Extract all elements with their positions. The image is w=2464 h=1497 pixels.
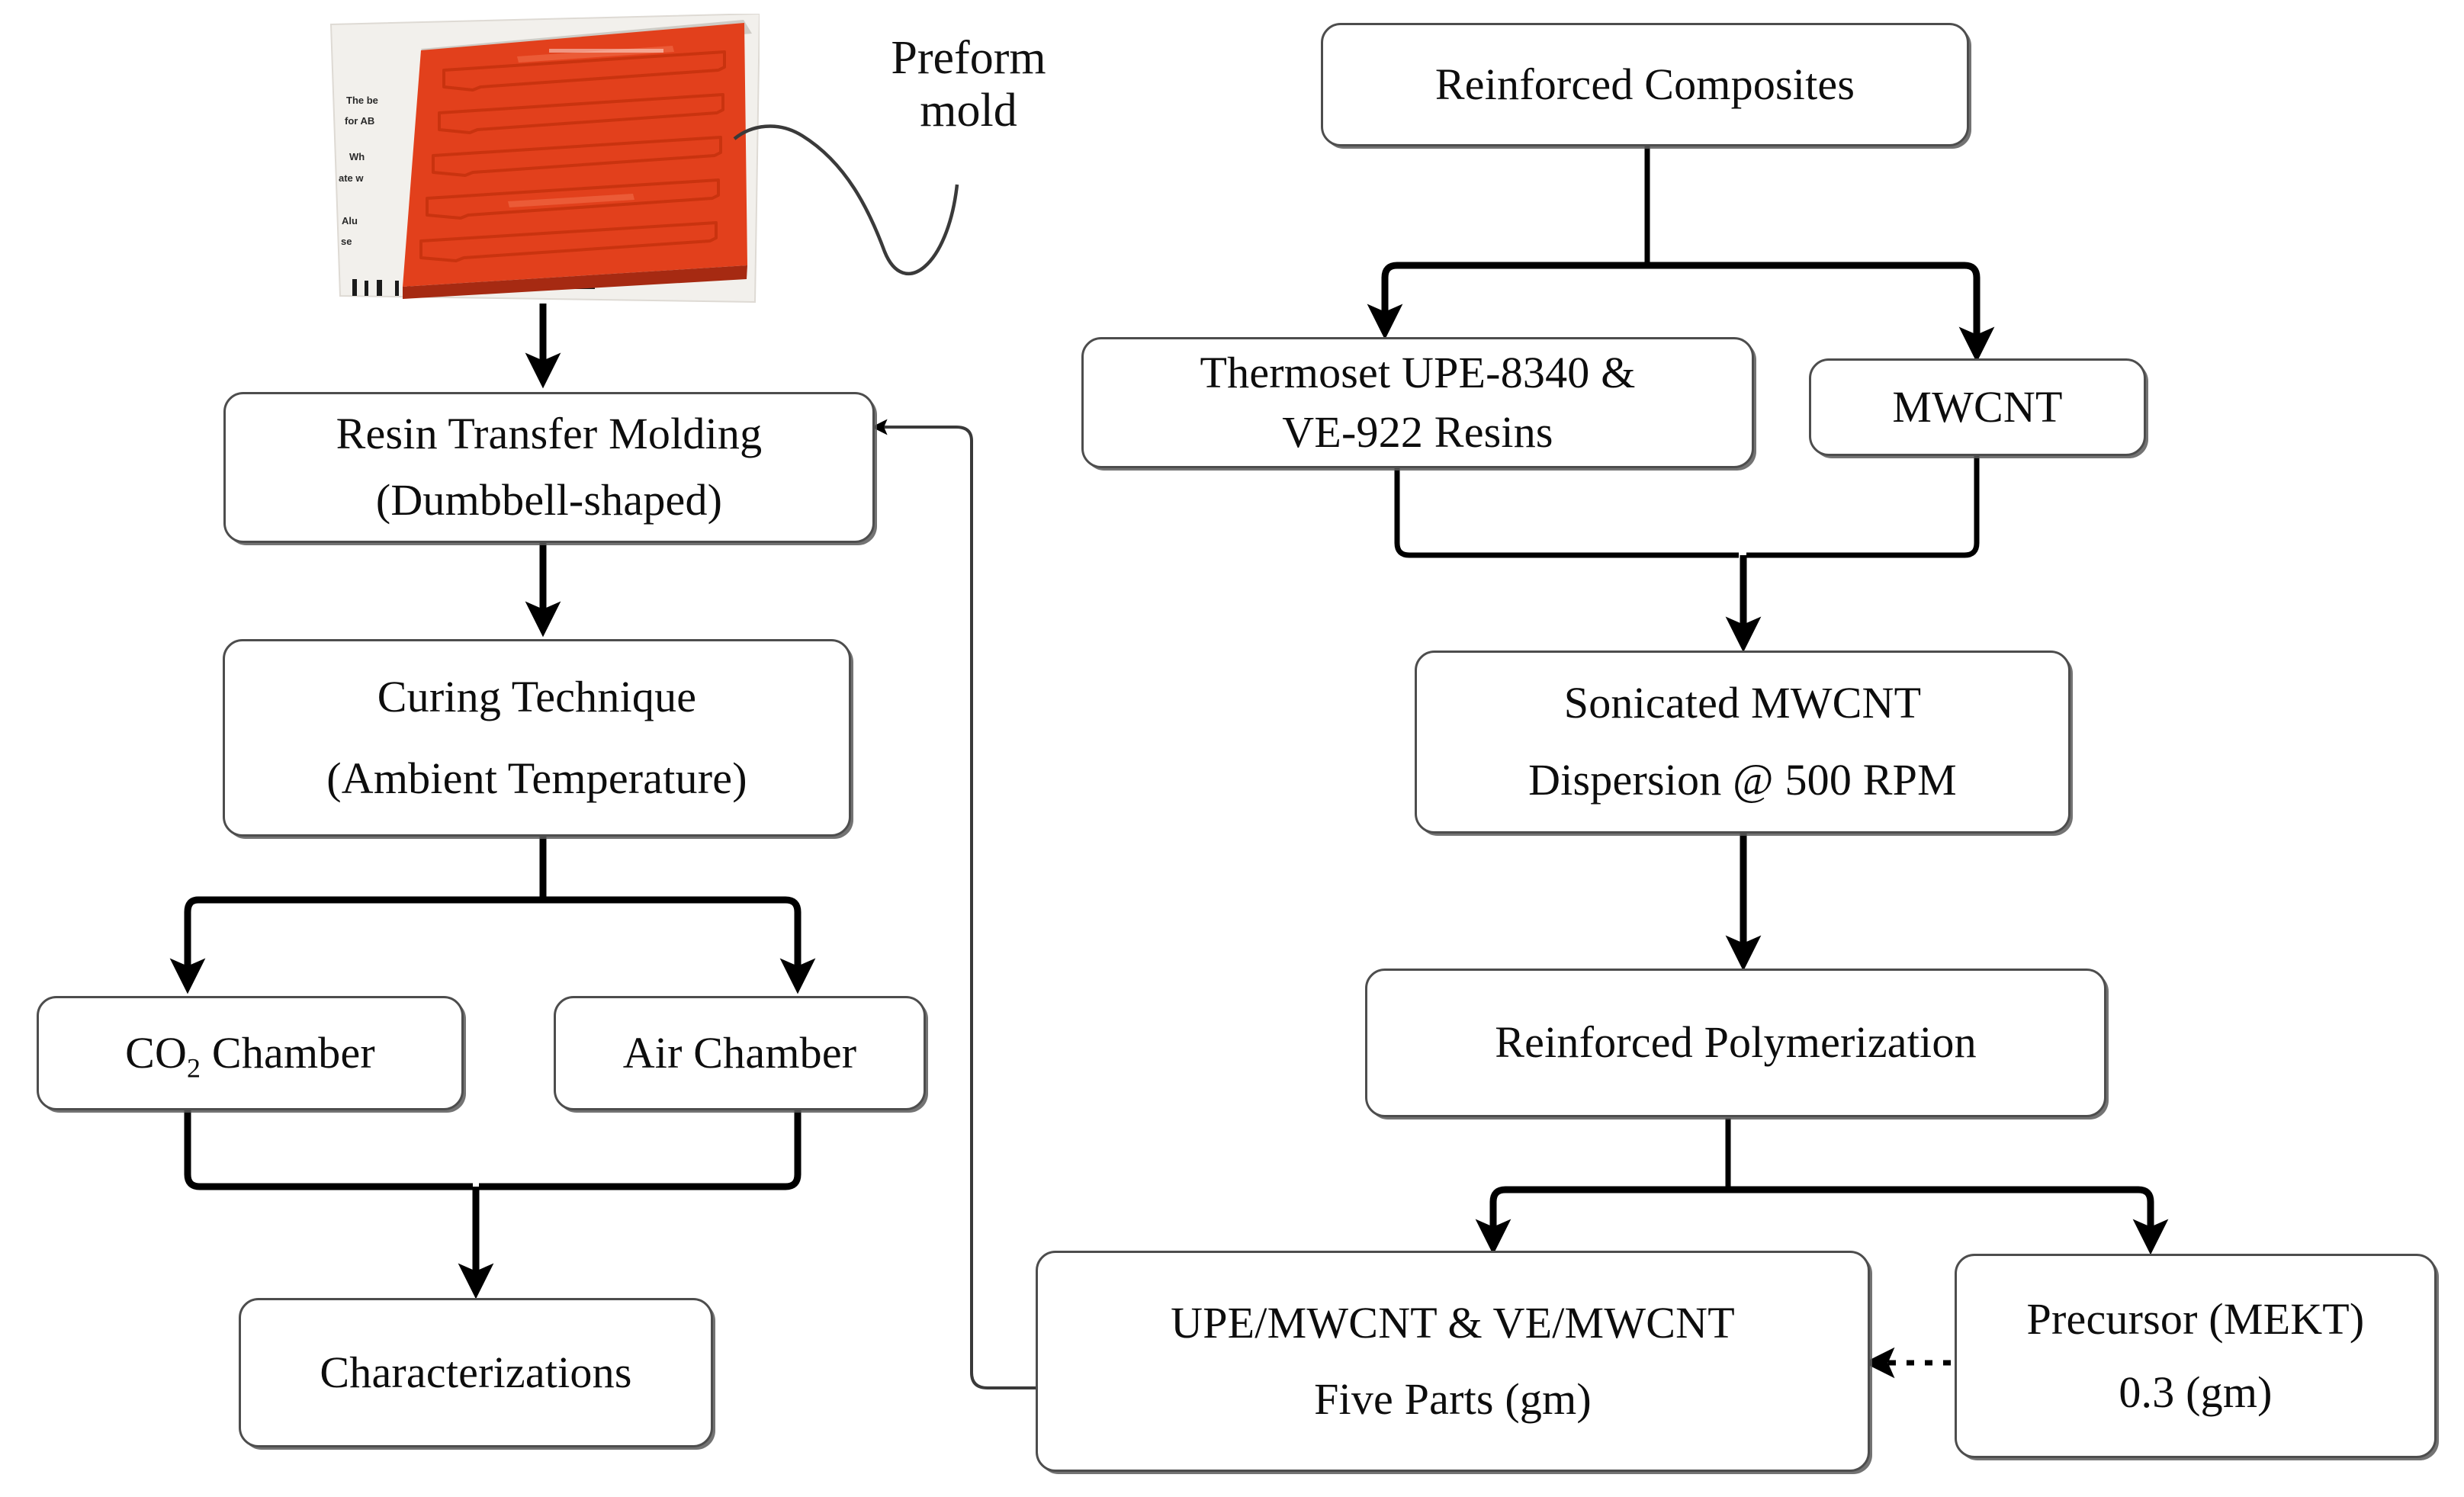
edge-curing-to-air	[543, 896, 816, 994]
precursor-mekt-line2: 0.3 (gm)	[2119, 1367, 2273, 1417]
preform-mold-label: Preform mold	[846, 32, 1091, 138]
thermoset-resins-line2: VE-922 Resins	[1282, 406, 1553, 457]
edge-rc-to-thermoset	[1367, 262, 1647, 340]
svg-text:The be: The be	[346, 95, 378, 106]
node-mwcnt[interactable]: MWCNT	[1809, 358, 2146, 456]
mwcnt-label: MWCNT	[1892, 381, 2063, 432]
node-air-chamber[interactable]: Air Chamber	[554, 996, 926, 1110]
edge-thermoset-merge	[1394, 467, 1739, 558]
node-curing-technique[interactable]: Curing Technique (Ambient Temperature)	[223, 639, 851, 837]
edge-curing-to-co2	[169, 896, 543, 994]
node-reinforced-polymerization[interactable]: Reinforced Polymerization	[1365, 969, 2106, 1117]
edge-poly-to-precursor	[1728, 1186, 2169, 1255]
precursor-mekt-line1: Precursor (MEKT)	[2026, 1294, 2365, 1344]
curing-technique-line1: Curing Technique	[377, 671, 697, 721]
characterizations-label: Characterizations	[320, 1347, 632, 1397]
node-resin-transfer-molding[interactable]: Resin Transfer Molding (Dumbbell-shaped)	[223, 392, 875, 543]
preform-mold-photograph: The be for AB Wh ate w Alu se	[329, 14, 760, 304]
edge-mwcnt-merge	[1746, 455, 1980, 558]
upe-ve-mwcnt-parts-line1: UPE/MWCNT & VE/MWCNT	[1171, 1297, 1735, 1348]
upe-ve-mwcnt-parts-line2: Five Parts (gm)	[1314, 1373, 1592, 1424]
sonicated-dispersion-line2: Dispersion @ 500 RPM	[1528, 755, 1957, 805]
svg-text:ate w: ate w	[339, 172, 364, 184]
reinforced-composites-label: Reinforced Composites	[1434, 59, 1855, 109]
node-sonicated-dispersion[interactable]: Sonicated MWCNT Dispersion @ 500 RPM	[1415, 651, 2070, 834]
svg-text:se: se	[341, 236, 352, 247]
node-thermoset-resins[interactable]: Thermoset UPE-8340 & VE-922 Resins	[1081, 337, 1754, 468]
edge-parts-feedback-to-rtm	[871, 419, 1039, 1389]
sonicated-dispersion-line1: Sonicated MWCNT	[1563, 678, 1922, 728]
curing-technique-line2: (Ambient Temperature)	[326, 753, 747, 803]
node-reinforced-composites[interactable]: Reinforced Composites	[1321, 23, 1969, 146]
node-co2-chamber[interactable]: CO2 Chamber	[37, 996, 464, 1110]
node-upe-ve-mwcnt-parts[interactable]: UPE/MWCNT & VE/MWCNT Five Parts (gm)	[1036, 1251, 1870, 1472]
preform-mold-label-line2: mold	[920, 85, 1017, 137]
co2-chamber-text-prefix: CO	[125, 1027, 188, 1078]
thermoset-resins-line1: Thermoset UPE-8340 &	[1200, 347, 1636, 397]
node-characterizations[interactable]: Characterizations	[239, 1298, 713, 1447]
resin-transfer-molding-line2: (Dumbbell-shaped)	[375, 475, 723, 525]
reinforced-polymerization-label: Reinforced Polymerization	[1495, 1017, 1977, 1068]
edge-air-merge	[479, 1106, 802, 1190]
preform-mold-label-line1: Preform	[891, 32, 1046, 84]
air-chamber-label: Air Chamber	[622, 1027, 857, 1078]
co2-chamber-label: CO2 Chamber	[125, 1027, 375, 1082]
co2-chamber-subscript: 2	[187, 1052, 201, 1084]
co2-chamber-text-suffix: Chamber	[201, 1027, 375, 1078]
svg-text:Wh: Wh	[349, 151, 365, 162]
edge-poly-to-parts	[1475, 1186, 1728, 1255]
node-precursor-mekt[interactable]: Precursor (MEKT) 0.3 (gm)	[1955, 1254, 2437, 1458]
svg-text:for AB: for AB	[345, 115, 374, 127]
resin-transfer-molding-line1: Resin Transfer Molding	[336, 409, 763, 459]
svg-text:Alu: Alu	[342, 215, 358, 226]
edge-co2-merge	[184, 1106, 473, 1190]
preform-mold-leader	[733, 124, 959, 276]
